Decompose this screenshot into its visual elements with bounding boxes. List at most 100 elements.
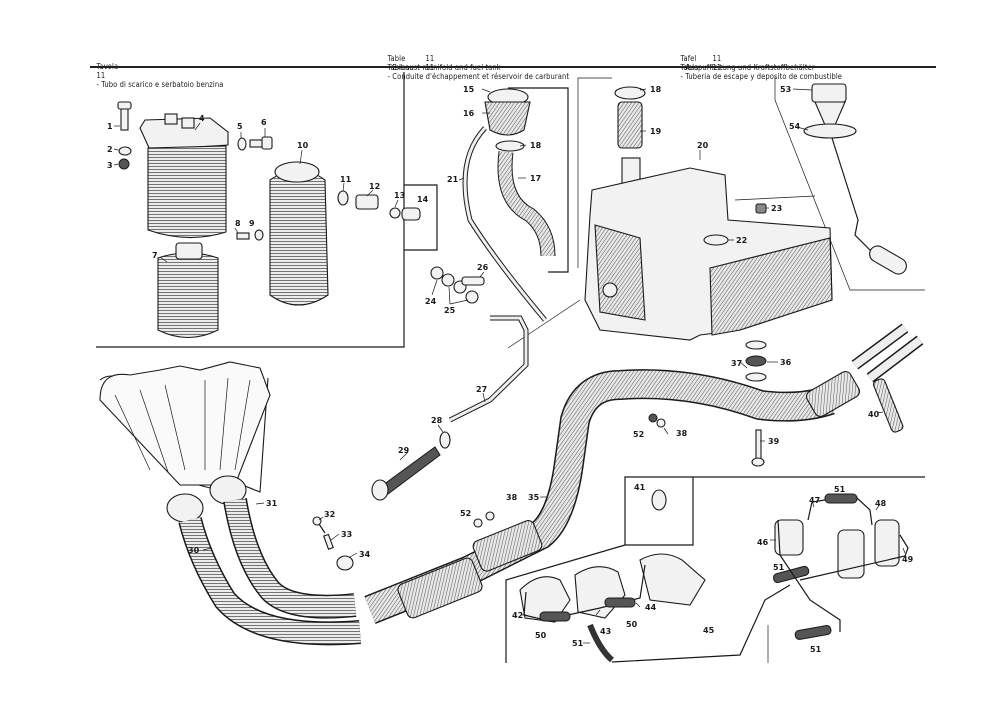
part-45-fuel-line [611, 584, 791, 663]
manifold-outline [99, 361, 271, 486]
callout-18-filler: 18 [530, 141, 542, 150]
callout-9: 9 [249, 219, 255, 228]
part-9-washer [254, 229, 264, 241]
callout-53: 53 [780, 85, 791, 94]
fuel-tank-group [584, 86, 833, 341]
callout-8: 8 [235, 219, 241, 228]
part-50-hose-a [539, 611, 571, 622]
callout-3: 3 [107, 161, 113, 170]
header-italian-number: 11 [96, 71, 106, 80]
callout-40: 40 [868, 410, 880, 419]
part-51-hose-d [794, 625, 832, 640]
header-italian-title: - Tubo di scarico e serbatoio benzina [96, 80, 224, 89]
callout-36: 36 [780, 358, 792, 367]
callout-20: 20 [697, 141, 709, 150]
callout-35: 35 [528, 493, 540, 502]
part-27-fuel-pipe [448, 315, 529, 423]
callout-16: 16 [463, 109, 475, 118]
part-8-bolt [236, 232, 250, 240]
part-12-fitting [355, 194, 379, 210]
callout-38-b: 38 [506, 493, 518, 502]
callout-2: 2 [107, 145, 113, 154]
part-2-washer [118, 146, 132, 156]
callout-14: 14 [417, 195, 429, 204]
divider-filler-box [508, 87, 569, 273]
part-3-nut [118, 158, 130, 170]
part-33-spacer [323, 533, 334, 550]
muffler-middle [472, 520, 543, 572]
callout-38-a: 38 [676, 429, 688, 438]
part-48-pipe [856, 497, 873, 526]
part-51-hose-c [824, 493, 858, 504]
callout-43: 43 [600, 627, 611, 636]
callout-52-a: 52 [633, 430, 644, 439]
callout-37: 37 [731, 359, 742, 368]
callout-23: 23 [771, 204, 782, 213]
callout-11: 11 [340, 175, 352, 184]
divider-fuel-lines [624, 476, 925, 545]
callouts: 1 2 3 4 5 6 7 8 9 10 11 12 13 14 15 16 1… [107, 85, 914, 654]
carburetor-3 [639, 553, 706, 606]
fuel-filter-small [774, 519, 804, 556]
section-dividers [96, 72, 925, 663]
callout-26: 26 [477, 263, 489, 272]
divider-filter-notch [404, 184, 438, 251]
callout-49: 49 [902, 555, 914, 564]
part-50-hose-b [604, 597, 636, 608]
callout-44: 44 [645, 603, 657, 612]
callout-27: 27 [476, 385, 487, 394]
part-32-bolt [312, 516, 322, 526]
muffler-rear [805, 371, 861, 417]
callout-7: 7 [152, 251, 158, 260]
callout-15: 15 [463, 85, 475, 94]
hardware [312, 340, 904, 571]
callout-31: 31 [266, 499, 278, 508]
callout-1: 1 [107, 122, 113, 131]
callout-19: 19 [650, 127, 662, 136]
part-14-union [401, 207, 421, 221]
part-18-clamp-tank [614, 86, 646, 100]
part-34-clamp [336, 555, 354, 571]
callout-39: 39 [768, 437, 780, 446]
callout-17: 17 [530, 174, 541, 183]
callout-42: 42 [512, 611, 523, 620]
part-7-filter-element [157, 252, 219, 338]
part-49-pipe [799, 534, 909, 581]
divider-filter-box [96, 72, 405, 348]
fuel-filter-group [117, 101, 421, 338]
callout-50-a: 50 [535, 631, 547, 640]
part-46-pipe [777, 519, 841, 632]
part-11-washer [337, 190, 349, 206]
part-16-neck [484, 101, 531, 136]
sender-group [803, 83, 907, 275]
header-german-number: 11 [712, 54, 722, 63]
part-28-washer [439, 431, 451, 449]
callout-48: 48 [875, 499, 887, 508]
header-english-number: 11 [425, 54, 435, 63]
exhaust-pipes [178, 323, 924, 646]
part-13-washer [389, 207, 401, 219]
callout-22: 22 [736, 236, 747, 245]
part-39-bolt [755, 429, 762, 461]
callout-10: 10 [297, 141, 309, 150]
part-54-gasket [803, 123, 857, 139]
divider-tank-left [577, 77, 612, 268]
divider-carb-box [505, 544, 626, 663]
callout-50-b: 50 [626, 620, 638, 629]
callout-51-b: 51 [834, 485, 846, 494]
callout-41: 41 [634, 483, 646, 492]
callout-24: 24 [425, 297, 437, 306]
part-10-filter-assembly [269, 169, 329, 306]
part-23-nut [755, 203, 767, 214]
callout-29: 29 [398, 446, 410, 455]
divider-sender [774, 77, 925, 291]
muffler-front [397, 557, 483, 619]
part-24-bolt [430, 266, 444, 280]
callout-34: 34 [359, 550, 371, 559]
manifold-flange-left [166, 493, 204, 523]
callout-47: 47 [809, 496, 820, 505]
part-38-bolt [656, 418, 666, 428]
part-22-plug [703, 234, 729, 246]
callout-13: 13 [394, 191, 405, 200]
